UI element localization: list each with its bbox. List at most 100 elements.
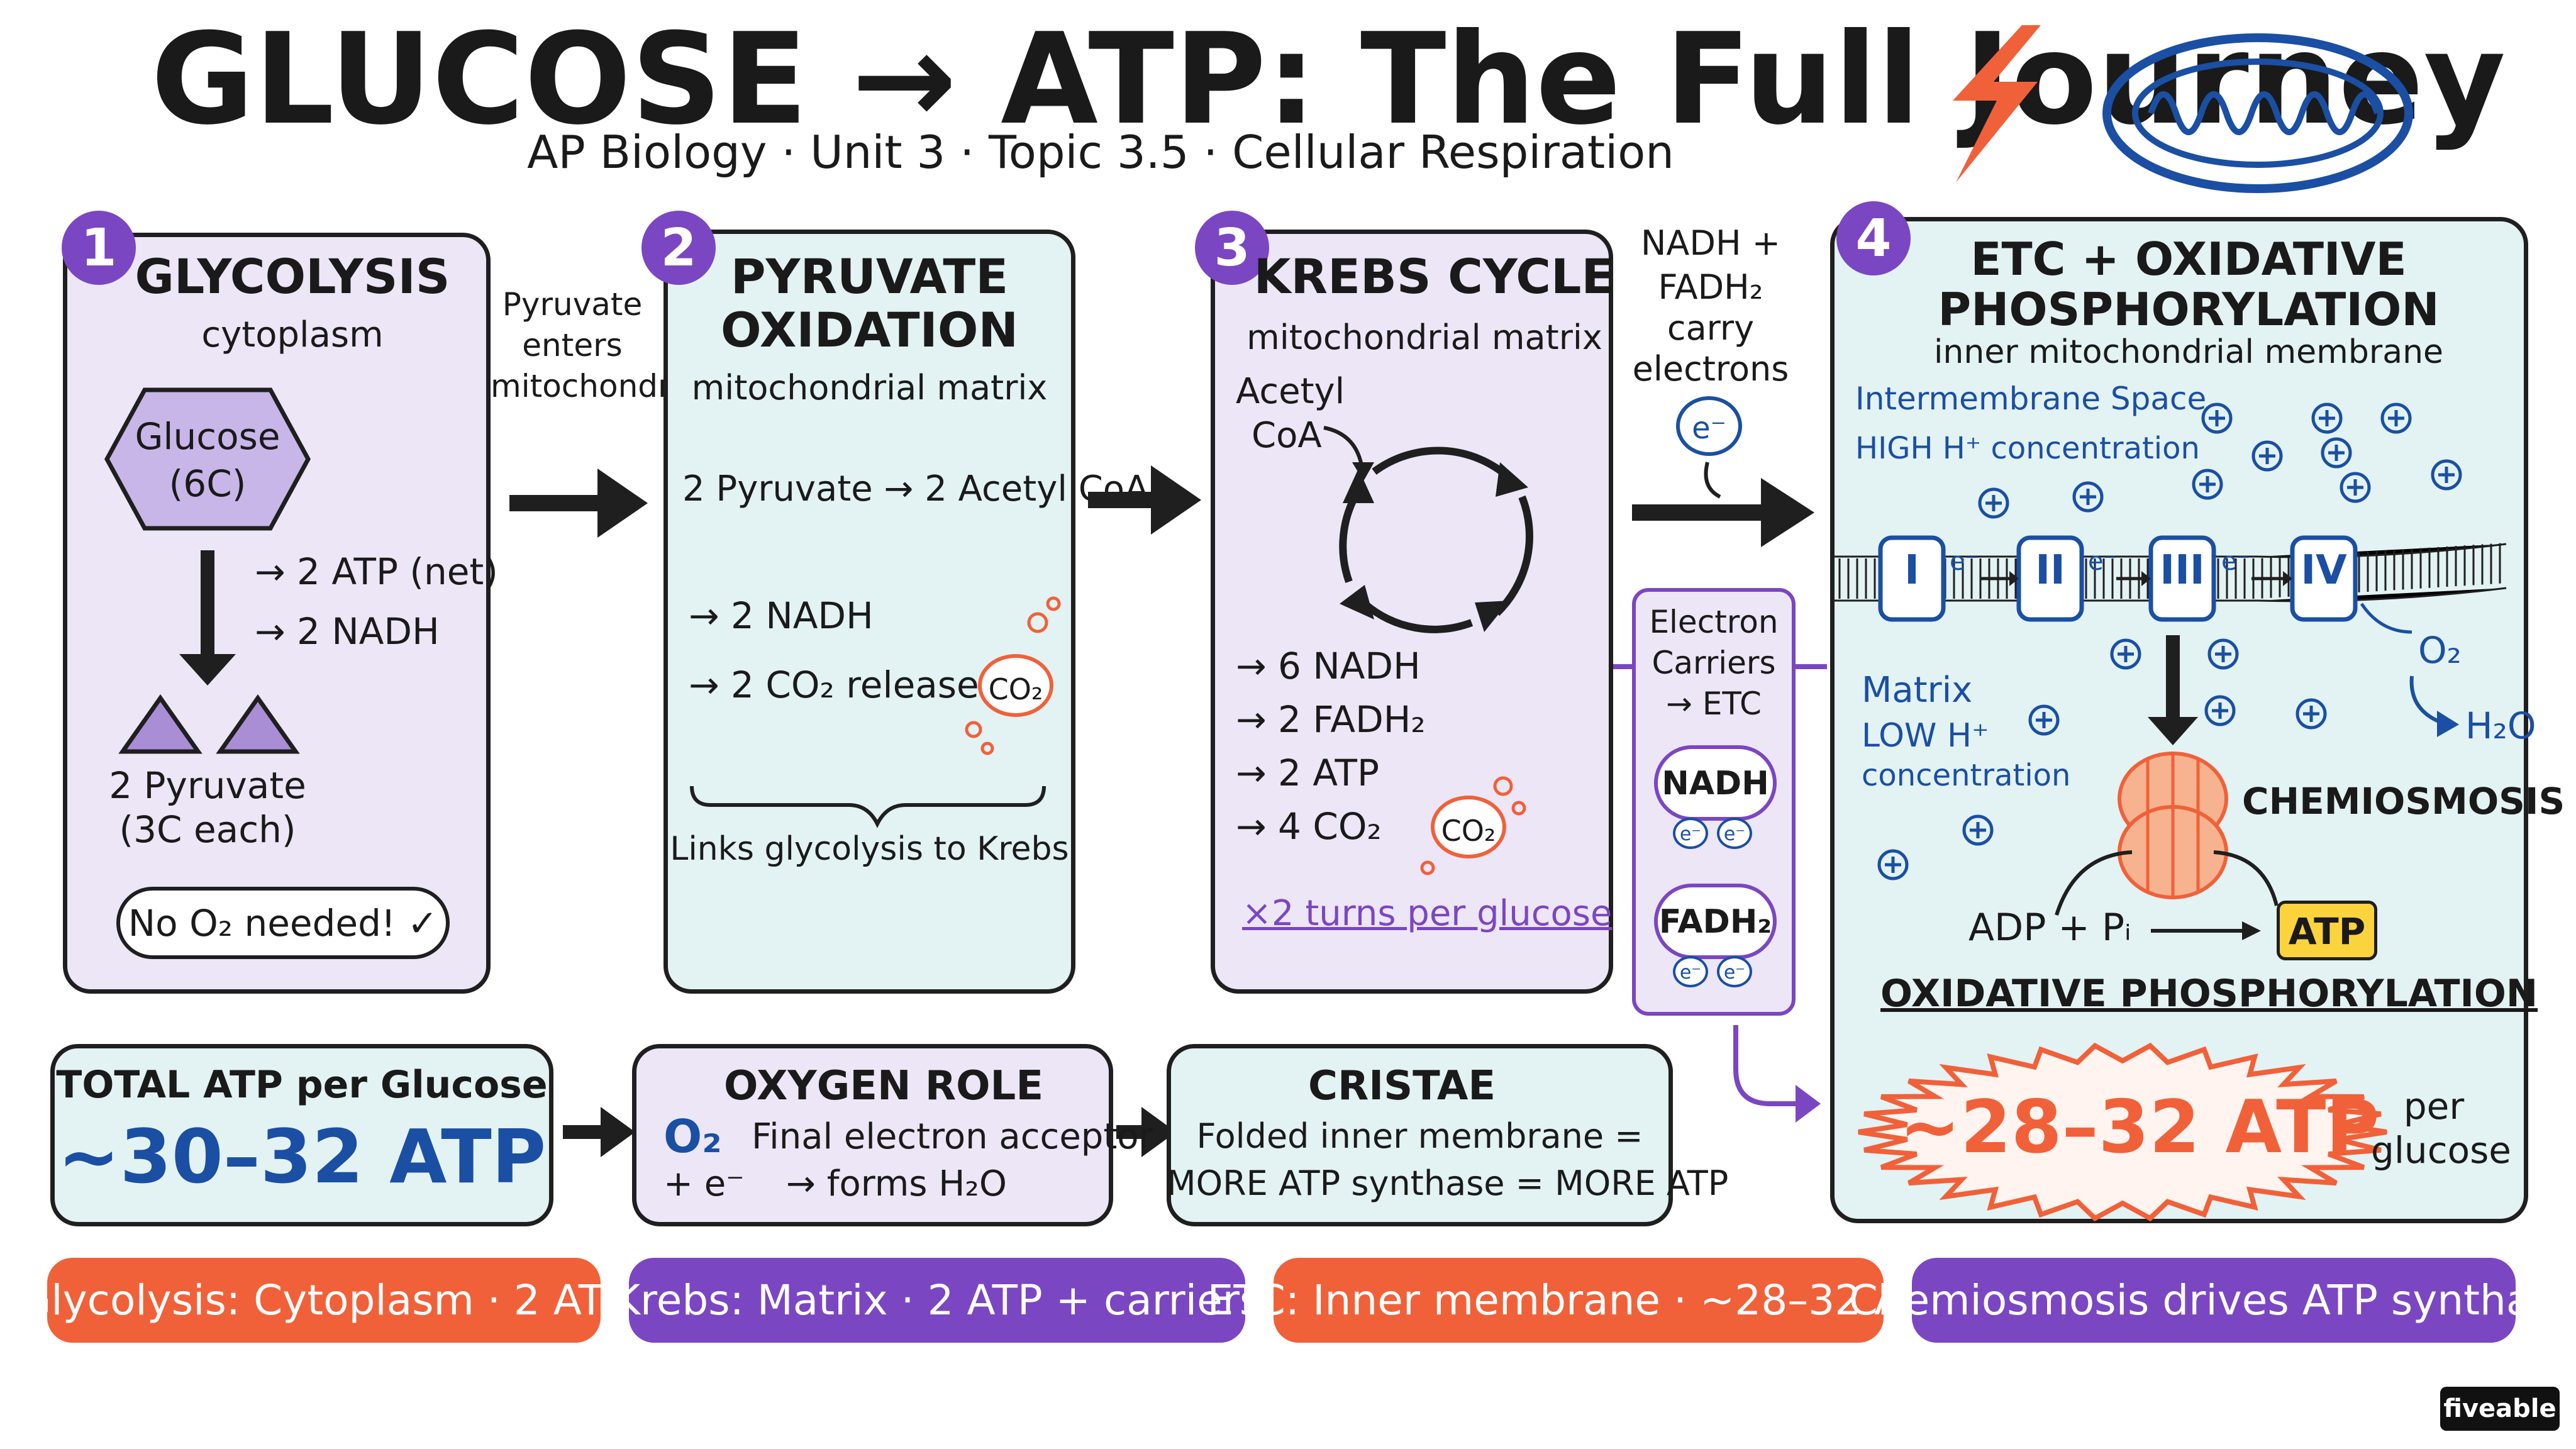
high-h-concentration: HIGH H⁺ concentration: [1855, 431, 2200, 466]
co2-bubble: CO₂: [978, 654, 1053, 717]
electron-flow-1: e⁻: [1950, 547, 1979, 576]
pyruvate-label: 2 Pyruvate: [109, 764, 306, 807]
o2-label: O₂: [2418, 629, 2462, 672]
oxygen-plus-electron: + e⁻: [663, 1163, 745, 1204]
krebs-output-fadh2: → 2 FADH₂: [1236, 698, 1426, 741]
krebs-output-atp: → 2 ATP: [1236, 752, 1379, 794]
oxygen-symbol: O₂: [663, 1110, 722, 1163]
glycolysis-panel: [63, 233, 491, 994]
pyruvate-reaction: 2 Pyruvate → 2 Acetyl CoA: [682, 469, 1149, 509]
low-h-concentration-2: concentration: [1862, 758, 2071, 793]
glycolysis-location: cytoplasm: [201, 314, 384, 355]
complex-iii: III: [2160, 547, 2205, 594]
summary-pill-etc: ETC: Inner membrane · ~28–32 ATP: [1208, 1258, 1950, 1343]
etc-location: inner mitochondrial membrane: [1933, 333, 2444, 371]
carriers-note-4: electrons: [1632, 349, 1789, 389]
per-glucose-label: per: [2403, 1085, 2465, 1128]
oxidative-phosphorylation-label: OXIDATIVE PHOSPHORYLATION: [1880, 972, 2538, 1016]
carriers-note-2: FADH₂: [1658, 267, 1763, 307]
electron-icon: e⁻: [1676, 396, 1742, 456]
krebs-output-co2: → 4 CO₂: [1236, 805, 1382, 848]
krebs-cycle-title: KREBS CYCLE: [1253, 248, 1614, 304]
step-3-badge: 3: [1195, 211, 1269, 285]
pyruvate-output-co2: → 2 CO₂ released: [689, 663, 1002, 706]
pyruvate-enters-label-2: enters: [522, 327, 623, 364]
summary-pill-krebs: Krebs: Matrix · 2 ATP + carriers: [613, 1258, 1261, 1343]
summary-pill-chemiosmosis: Chemiosmosis drives ATP synthase: [1849, 1258, 2576, 1343]
per-glucose-label-2: glucose: [2371, 1129, 2511, 1172]
pyruvate-oxidation-panel: [663, 230, 1075, 994]
oxygen-role-line1: Final electron acceptor: [752, 1116, 1153, 1157]
glycolysis-output-nadh: → 2 NADH: [255, 610, 440, 653]
acetyl-coa-label: Acetyl: [1236, 371, 1345, 412]
pyruvate-oxidation-title-2: OXIDATION: [720, 302, 1019, 358]
krebs-turns-note: ×2 turns per glucose: [1242, 893, 1613, 934]
cristae-title: CRISTAE: [1308, 1063, 1496, 1109]
step-2-badge: 2: [641, 211, 716, 285]
krebs-output-nadh: → 6 NADH: [1236, 645, 1421, 687]
total-atp-value: ~30–32 ATP: [57, 1113, 547, 1200]
glucose-carbons: (6C): [169, 462, 247, 505]
glycolysis-title: GLYCOLYSIS: [135, 248, 450, 304]
total-atp-label: TOTAL ATP per Glucose: [56, 1063, 548, 1107]
oxygen-role-line2: → forms H₂O: [786, 1163, 1007, 1204]
cristae-box: [1167, 1044, 1673, 1226]
fadh2-electron-2: e⁻: [1717, 956, 1752, 987]
complex-ii: II: [2035, 547, 2065, 594]
step-1-badge: 1: [62, 211, 136, 285]
krebs-cycle-panel: [1211, 230, 1613, 994]
oxygen-role-title: OXYGEN ROLE: [723, 1063, 1044, 1109]
no-oxygen-note: No O₂ needed! ✓: [116, 887, 450, 959]
nadh-electron-2: e⁻: [1717, 818, 1752, 849]
etc-title: ETC + OXIDATIVE: [1970, 233, 2407, 286]
electron-flow-3: e⁻: [2221, 547, 2250, 576]
carriers-note-3: carry: [1667, 308, 1755, 348]
krebs-co2-bubble: CO₂: [1431, 796, 1506, 858]
complex-i: I: [1904, 547, 1919, 594]
links-glycolysis-label: Links glycolysis to Krebs: [670, 830, 1069, 868]
glycolysis-output-atp: → 2 ATP (net): [255, 550, 498, 593]
etc-title-2: PHOSPHORYLATION: [1938, 283, 2440, 336]
acetyl-coa-label-2: CoA: [1252, 415, 1322, 456]
low-h-concentration: LOW H⁺: [1862, 717, 1989, 755]
cristae-line1: Folded inner membrane =: [1196, 1116, 1643, 1156]
carriers-note: NADH +: [1641, 223, 1780, 263]
matrix-label: Matrix: [1862, 670, 1973, 711]
total-atp-box: [50, 1044, 553, 1226]
pyruvate-enters-label: Pyruvate: [502, 286, 643, 323]
fadh2-carrier: FADH₂: [1654, 884, 1777, 959]
step-4-badge: 4: [1836, 201, 1911, 275]
pyruvate-oxidation-location: mitochondrial matrix: [691, 368, 1048, 408]
electron-flow-2: e⁻: [2088, 547, 2117, 576]
atp-product: ATP: [2277, 901, 2377, 960]
nadh-carrier: NADH: [1654, 745, 1777, 821]
h2o-label: H₂O: [2465, 704, 2536, 747]
electron-carriers-label-3: → ETC: [1666, 686, 1762, 722]
pyruvate-output-nadh: → 2 NADH: [689, 594, 874, 637]
oxygen-role-box: [632, 1044, 1113, 1226]
fadh2-electron-1: e⁻: [1673, 956, 1708, 987]
etc-atp-yield: ~28–32 ATP: [1899, 1085, 2380, 1170]
glucose-label: Glucose: [135, 415, 280, 458]
adp-pi-label: ADP + Pᵢ: [1968, 906, 2131, 950]
electron-carriers-label: Electron: [1649, 604, 1779, 640]
intermembrane-space-label: Intermembrane Space: [1855, 380, 2207, 417]
summary-pill-glycolysis: Glycolysis: Cytoplasm · 2 ATP: [19, 1258, 629, 1343]
electron-carriers-label-2: Carriers: [1652, 645, 1776, 681]
page-subtitle: AP Biology · Unit 3 · Topic 3.5 · Cellul…: [527, 126, 1674, 179]
krebs-location: mitochondrial matrix: [1246, 318, 1602, 357]
cristae-line2: MORE ATP synthase = MORE ATP: [1167, 1163, 1729, 1203]
fiveable-logo: fiveable: [2440, 1387, 2560, 1431]
nadh-electron-1: e⁻: [1673, 818, 1708, 849]
complex-iv: IV: [2301, 547, 2347, 594]
